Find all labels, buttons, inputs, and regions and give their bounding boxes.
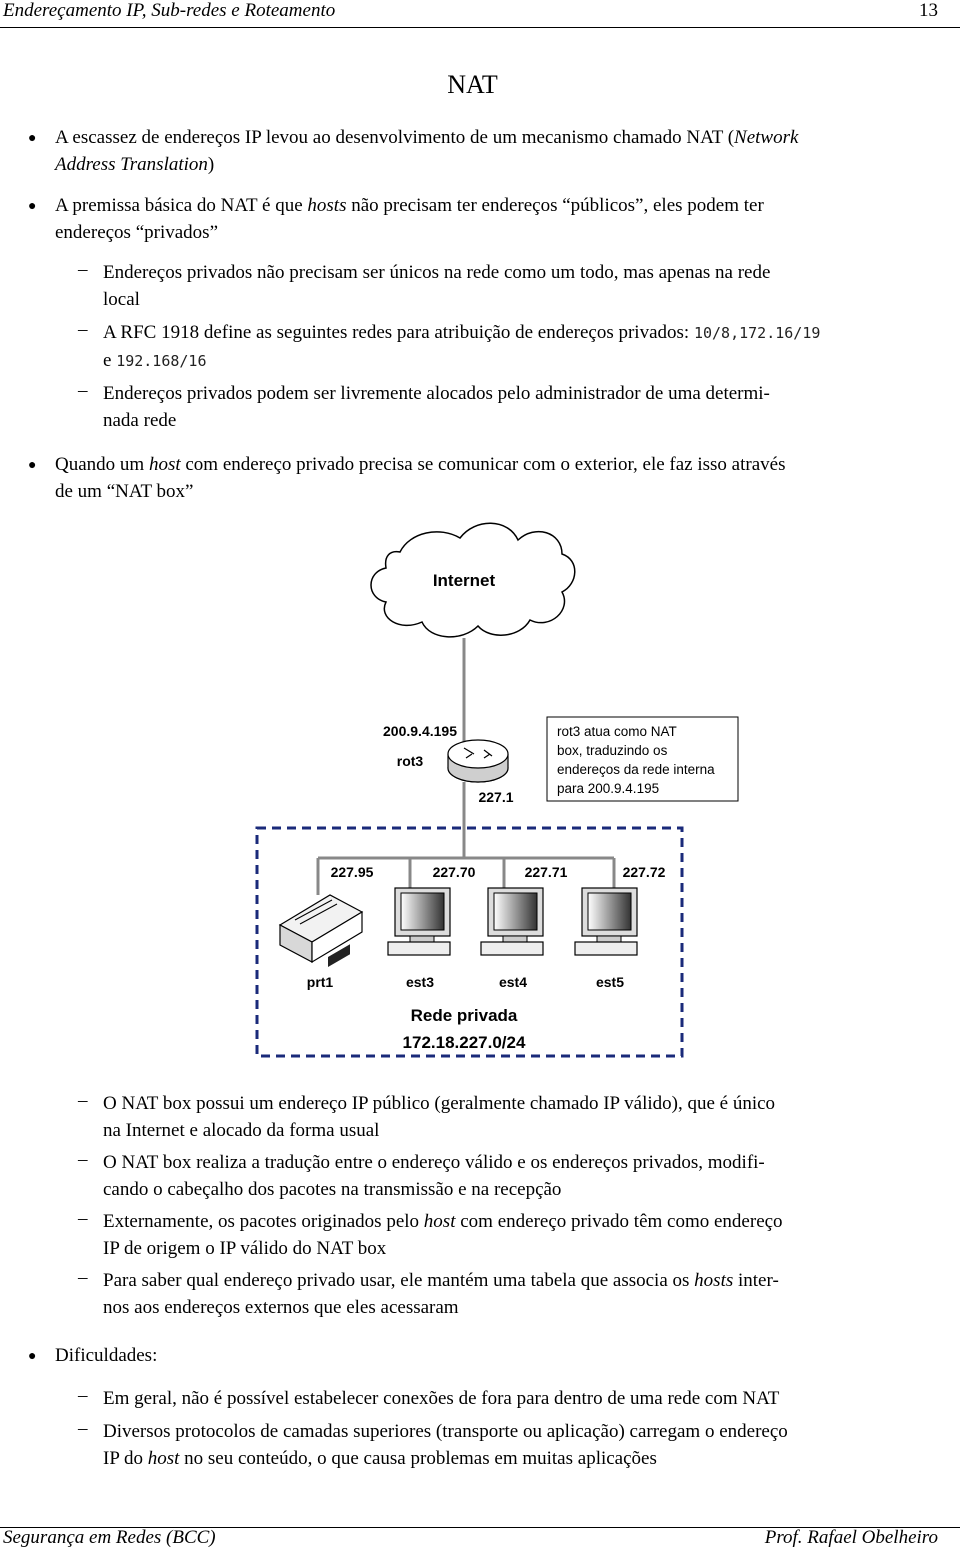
sub-bullet-dash: – <box>78 1090 88 1111</box>
footer-author: Prof. Rafael Obelheiro <box>764 1527 938 1548</box>
nat-note-line: endereços da rede interna <box>557 762 715 777</box>
host-ip: 227.70 <box>433 864 476 880</box>
router-public-ip: 200.9.4.195 <box>383 723 457 739</box>
sub-bullet-dash: – <box>78 380 88 401</box>
slide-title: NAT <box>447 70 498 99</box>
router-name: rot3 <box>397 753 424 769</box>
header-rule <box>0 27 960 28</box>
host-name: prt1 <box>307 974 334 990</box>
router-private-ip: 227.1 <box>478 789 513 805</box>
footer-course: Segurança em Redes (BCC) <box>3 1527 216 1548</box>
private-network-boundary <box>255 826 684 1058</box>
internet-cloud: Internet <box>370 522 576 638</box>
workstation-icon <box>574 887 638 956</box>
host-ip: 227.95 <box>331 864 374 880</box>
footer-rule <box>0 1527 960 1528</box>
sub-bullet-free-allocation: Endereços privados podem ser livremente … <box>103 383 770 431</box>
bullet-network-address-translation: A escassez de endereços IP levou ao dese… <box>55 127 799 175</box>
host-ip: 227.72 <box>623 864 666 880</box>
sub-bullet-dash: – <box>78 319 88 340</box>
sub-bullet-public-ip: O NAT box possui um endereço IP público … <box>103 1093 776 1141</box>
bullet-difficulties: Dificuldades: <box>55 1345 158 1366</box>
bullet-nat-box: Quando um host com endereço privado prec… <box>55 454 786 502</box>
sub-bullet-external-source: Externamente, os pacotes originados pelo… <box>103 1211 783 1259</box>
sub-bullet-translation: O NAT box realiza a tradução entre o end… <box>103 1152 765 1200</box>
sub-bullet-dash: – <box>78 1267 88 1288</box>
internet-label: Internet <box>433 571 496 590</box>
sub-bullet-inbound-connections: Em geral, não é possível estabelecer con… <box>103 1388 780 1409</box>
host-name: est3 <box>406 974 434 990</box>
nat-network-diagram: Internet 200.9.4.195 rot3 227.1 rot3 atu… <box>255 522 739 1058</box>
host-name: est5 <box>596 974 624 990</box>
private-network-label: Rede privada <box>411 1006 518 1025</box>
bullet-dot: ● <box>28 458 37 473</box>
nat-note-line: rot3 atua como NAT <box>557 724 677 739</box>
host-ip: 227.71 <box>525 864 568 880</box>
bullet-private-addresses: A premissa básica do NAT é que hosts não… <box>55 195 764 243</box>
workstation-icon <box>480 887 544 956</box>
router-icon <box>447 739 509 783</box>
private-network-address: 172.18.227.0/24 <box>403 1033 526 1052</box>
sub-bullet-dash: – <box>78 1208 88 1229</box>
sub-bullet-rfc1918: A RFC 1918 define as seguintes redes par… <box>103 322 821 371</box>
bullet-dot: ● <box>28 1349 37 1364</box>
bullet-dot: ● <box>28 199 37 214</box>
bullet-dot: ● <box>28 131 37 146</box>
sub-bullet-embedded-addresses: Diversos protocolos de camadas superiore… <box>103 1421 788 1469</box>
running-header-title: Endereçamento IP, Sub-redes e Roteamento <box>3 0 336 21</box>
page-number: 13 <box>919 0 938 21</box>
sub-bullet-dash: – <box>78 1149 88 1170</box>
sub-bullet-dash: – <box>78 1385 88 1406</box>
sub-bullet-dash: – <box>78 259 88 280</box>
workstation-icon <box>387 887 451 956</box>
printer-icon <box>278 894 364 967</box>
sub-bullet-local-uniqueness: Endereços privados não precisam ser únic… <box>103 262 771 310</box>
nat-note-line: box, traduzindo os <box>557 743 668 758</box>
nat-note-line: para 200.9.4.195 <box>557 781 659 796</box>
sub-bullet-mapping-table: Para saber qual endereço privado usar, e… <box>103 1270 779 1318</box>
sub-bullet-dash: – <box>78 1418 88 1439</box>
host-name: est4 <box>499 974 527 990</box>
nat-note-box <box>546 716 739 802</box>
